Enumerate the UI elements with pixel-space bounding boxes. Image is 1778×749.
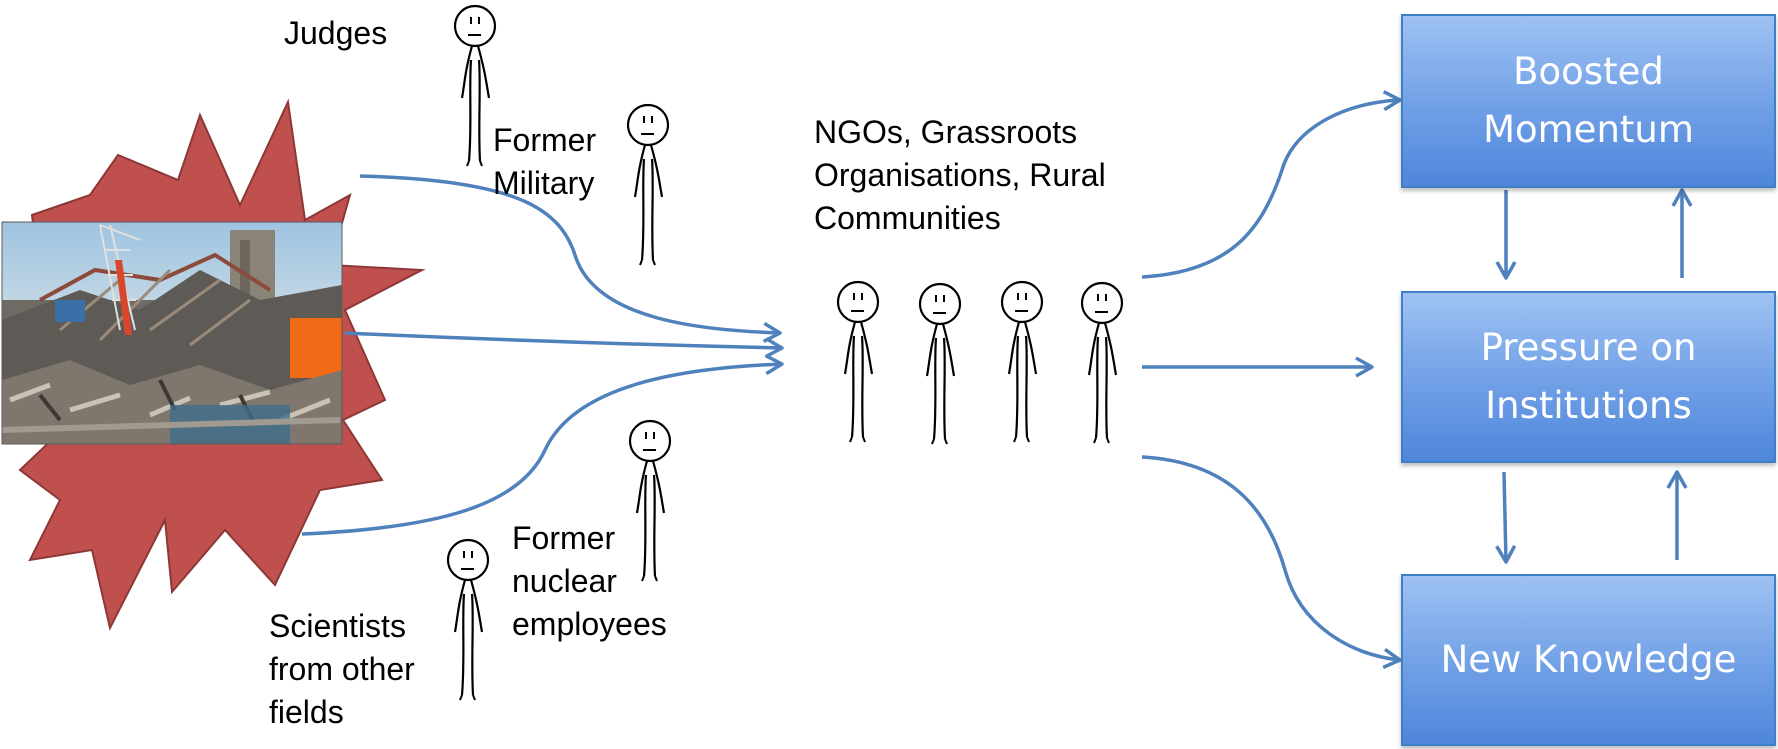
arrow-disaster-to-grassroots-bottom bbox=[301, 354, 784, 536]
stick-figure-icon bbox=[626, 103, 670, 267]
stick-figure-icon bbox=[1080, 281, 1124, 445]
label-former-nuclear-employees: Former nuclear employees bbox=[512, 520, 667, 642]
arrow-disaster-to-grassroots-middle bbox=[344, 331, 784, 359]
stick-figure-icon bbox=[453, 4, 497, 168]
label-scientists-other-fields: Scientists from other fields bbox=[269, 608, 415, 730]
arrow-pressure-down-to-knowledge bbox=[1495, 471, 1517, 564]
stick-figure-icon bbox=[918, 282, 962, 446]
arrow-grassroots-to-boosted-momentum bbox=[1141, 90, 1402, 279]
stick-figure-icon bbox=[836, 280, 880, 444]
arrow-grassroots-to-new-knowledge bbox=[1141, 455, 1402, 669]
box-boosted-momentum-label: Boosted Momentum bbox=[1483, 50, 1694, 151]
box-new-knowledge: New Knowledge bbox=[1401, 574, 1776, 746]
box-pressure-on-institutions-label: Pressure on Institutions bbox=[1480, 326, 1697, 427]
box-boosted-momentum: Boosted Momentum bbox=[1401, 14, 1776, 188]
arrow-disaster-to-grassroots-top bbox=[359, 174, 782, 343]
box-pressure-on-institutions: Pressure on Institutions bbox=[1401, 291, 1776, 463]
collapsed-nuclear-plant-photo bbox=[2, 222, 342, 444]
stick-figure-icon bbox=[446, 538, 490, 702]
label-ngos-grassroots: NGOs, Grassroots Organisations, Rural Co… bbox=[814, 114, 1106, 236]
stick-figure-icon bbox=[1000, 280, 1044, 444]
label-judges: Judges bbox=[284, 15, 388, 51]
label-former-military: Former Military bbox=[493, 122, 597, 201]
box-new-knowledge-label: New Knowledge bbox=[1440, 638, 1737, 681]
